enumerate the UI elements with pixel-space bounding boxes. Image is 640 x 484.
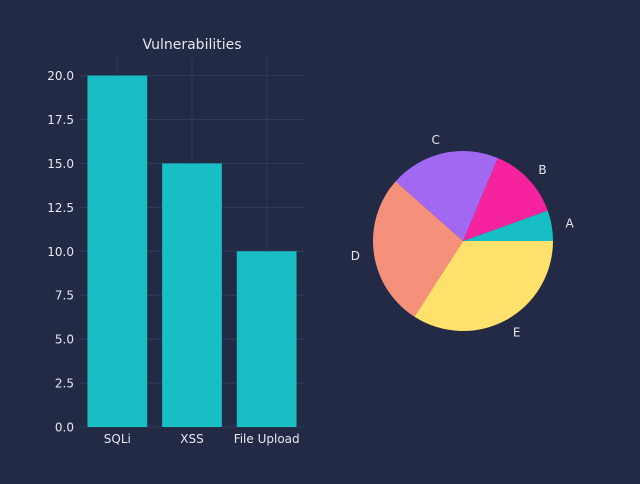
bar-chart: 0.0 2.5 5.0 7.5 10.0 12.5 15.0 17.5 20.0 SQLi XSS…	[47, 37, 304, 446]
bar-chart-bars	[87, 75, 297, 428]
y-tick-label: 7.5	[55, 289, 74, 303]
pie-slice-c	[395, 151, 498, 241]
pie-chart-slices	[373, 151, 553, 332]
bar-xss	[162, 163, 222, 427]
y-tick-label: 5.0	[55, 333, 74, 347]
pie-chart: A B C D E	[351, 133, 575, 340]
y-tick-label: 12.5	[47, 201, 74, 215]
y-tick-label: 20.0	[47, 69, 74, 83]
y-tick-label: 15.0	[47, 157, 74, 171]
pie-slice-b	[463, 158, 548, 241]
y-tick-label: 0.0	[55, 421, 74, 435]
pie-chart-labels: A B C D E	[351, 133, 575, 340]
bar-chart-title: Vulnerabilities	[142, 37, 241, 53]
x-tick-label: File Upload	[234, 432, 300, 446]
y-tick-label: 17.5	[47, 113, 74, 127]
y-tick-label: 2.5	[55, 377, 74, 391]
pie-label: A	[565, 217, 574, 231]
pie-slice-d	[373, 181, 463, 317]
pie-label: B	[538, 163, 546, 177]
pie-slice-a	[463, 210, 553, 241]
pie-label: D	[351, 249, 360, 263]
pie-label: E	[513, 326, 521, 340]
pie-slice-e	[414, 241, 553, 332]
pie-label: C	[431, 133, 439, 147]
bar-chart-x-ticks: SQLi XSS File Upload	[104, 432, 300, 446]
bar-sqli	[87, 75, 148, 428]
bar-chart-y-ticks: 0.0 2.5 5.0 7.5 10.0 12.5 15.0 17.5 20.0	[47, 69, 74, 434]
y-tick-label: 10.0	[47, 245, 74, 259]
x-tick-label: XSS	[180, 432, 203, 446]
x-tick-label: SQLi	[104, 432, 131, 446]
bar-file-upload	[236, 251, 297, 427]
